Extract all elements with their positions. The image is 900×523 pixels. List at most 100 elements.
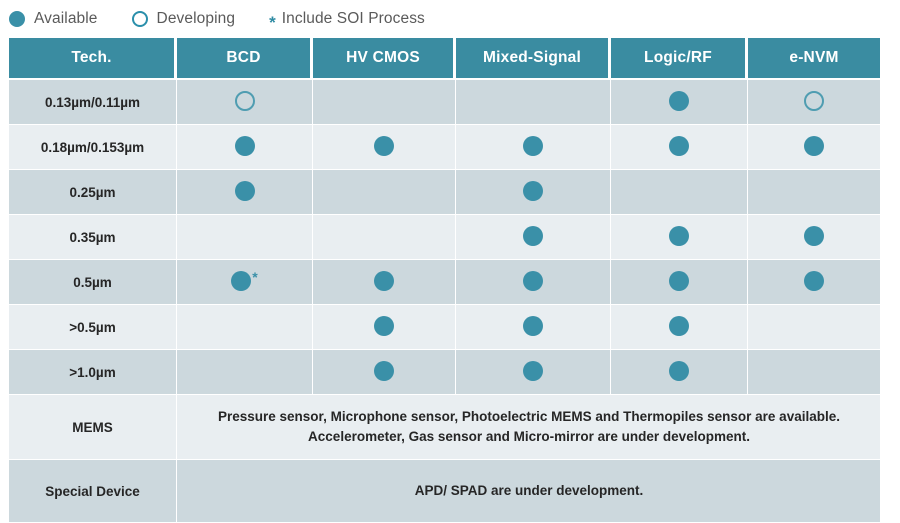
- matrix-cell-bcd: [177, 305, 313, 350]
- table-row: 0.18µm/0.153µm: [9, 125, 880, 170]
- legend-label-available: Available: [34, 10, 98, 27]
- filled-circle-icon: [374, 135, 394, 156]
- cell-mark: [523, 360, 543, 381]
- column-header-tech: Tech.: [9, 38, 177, 80]
- matrix-cell-logic-rf: [611, 305, 748, 350]
- filled-circle-icon: [669, 360, 689, 381]
- cell-mark: [669, 135, 689, 156]
- filled-circle-icon: [9, 11, 25, 27]
- matrix-cell-bcd: [177, 215, 313, 260]
- filled-circle-icon: [523, 135, 543, 156]
- filled-circle-icon: [374, 270, 394, 291]
- matrix-cell-logic-rf: [611, 80, 748, 125]
- matrix-cell-bcd: [177, 80, 313, 125]
- matrix-cell-envm: [748, 350, 880, 395]
- cell-mark: [669, 360, 689, 381]
- matrix-cell-hv-cmos: [313, 350, 456, 395]
- matrix-cell-hv-cmos: [313, 125, 456, 170]
- cell-mark: [374, 360, 394, 381]
- legend-item-soi: * Include SOI Process: [269, 10, 425, 32]
- filled-circle-icon: [374, 360, 394, 381]
- matrix-cell-envm: [748, 215, 880, 260]
- cell-mark: [374, 270, 394, 291]
- matrix-cell-bcd: [177, 350, 313, 395]
- tech-label-cell: 0.13µm/0.11µm: [9, 80, 177, 125]
- matrix-cell-hv-cmos: [313, 215, 456, 260]
- matrix-cell-hv-cmos: [313, 80, 456, 125]
- cell-mark: [523, 225, 543, 246]
- matrix-cell-hv-cmos: [313, 170, 456, 215]
- table-row: >0.5µm: [9, 305, 880, 350]
- filled-circle-icon: [523, 180, 543, 201]
- tech-label-cell: Special Device: [9, 460, 177, 523]
- table-row: 0.25µm: [9, 170, 880, 215]
- matrix-cell-mixed-signal: [456, 260, 611, 305]
- filled-circle-icon: [234, 135, 255, 156]
- tech-label-cell: 0.35µm: [9, 215, 177, 260]
- cell-mark: [234, 90, 255, 111]
- matrix-cell-logic-rf: [611, 260, 748, 305]
- matrix-cell-mixed-signal: [456, 305, 611, 350]
- matrix-cell-mixed-signal: [456, 80, 611, 125]
- cell-mark: *: [231, 268, 258, 291]
- tech-label-cell: 0.5µm: [9, 260, 177, 305]
- table-row: >1.0µm: [9, 350, 880, 395]
- matrix-cell-envm: [748, 80, 880, 125]
- cell-mark: [804, 90, 824, 111]
- filled-circle-icon: [234, 180, 255, 201]
- cell-mark: [669, 225, 689, 246]
- tech-label-cell: >0.5µm: [9, 305, 177, 350]
- table-row: 0.35µm: [9, 215, 880, 260]
- legend-label-developing: Developing: [156, 10, 236, 27]
- matrix-cell-mixed-signal: [456, 125, 611, 170]
- cell-mark: [669, 270, 689, 291]
- asterisk-icon: *: [269, 12, 276, 32]
- cell-mark: [804, 225, 824, 246]
- matrix-cell-bcd: [177, 125, 313, 170]
- cell-mark: [234, 180, 255, 201]
- matrix-cell-bcd: [177, 170, 313, 215]
- legend-item-developing: Developing: [131, 10, 236, 28]
- matrix-cell-mixed-signal: [456, 350, 611, 395]
- column-header-logic-rf: Logic/RF: [611, 38, 748, 80]
- table-row: 0.5µm *: [9, 260, 880, 305]
- filled-circle-icon: [523, 360, 543, 381]
- cell-mark: [669, 90, 689, 111]
- column-header-mixed-signal: Mixed-Signal: [456, 38, 611, 80]
- cell-mark: [523, 180, 543, 201]
- cell-mark: [804, 270, 824, 291]
- cell-mark: [234, 135, 255, 156]
- tech-label-cell: 0.25µm: [9, 170, 177, 215]
- matrix-cell-logic-rf: [611, 125, 748, 170]
- technology-matrix-wrapper: Tech. BCD HV CMOS Mixed-Signal Logic/RF …: [0, 38, 900, 523]
- cell-mark: [523, 135, 543, 156]
- column-header-bcd: BCD: [177, 38, 313, 80]
- filled-circle-icon: [804, 225, 824, 246]
- cell-mark: [523, 315, 543, 336]
- matrix-cell-hv-cmos: [313, 260, 456, 305]
- matrix-cell-mixed-signal: [456, 170, 611, 215]
- technology-matrix-table: Tech. BCD HV CMOS Mixed-Signal Logic/RF …: [9, 38, 880, 523]
- filled-circle-icon: [523, 225, 543, 246]
- matrix-cell-bcd: *: [177, 260, 313, 305]
- matrix-cell-envm: [748, 305, 880, 350]
- matrix-cell-logic-rf: [611, 350, 748, 395]
- cell-mark: [523, 270, 543, 291]
- matrix-cell-envm: [748, 170, 880, 215]
- matrix-cell-envm: [748, 260, 880, 305]
- description-line: Accelerometer, Gas sensor and Micro-mirr…: [308, 429, 750, 444]
- filled-circle-icon: [669, 225, 689, 246]
- asterisk-icon: *: [252, 268, 258, 285]
- filled-circle-icon: [231, 270, 252, 291]
- tech-label-cell: >1.0µm: [9, 350, 177, 395]
- filled-circle-icon: [523, 270, 543, 291]
- filled-circle-icon: [804, 135, 824, 156]
- cell-mark: [804, 135, 824, 156]
- description-cell: APD/ SPAD are under development.: [177, 460, 880, 523]
- matrix-cell-logic-rf: [611, 215, 748, 260]
- tech-label-cell: 0.18µm/0.153µm: [9, 125, 177, 170]
- column-header-envm: e-NVM: [748, 38, 880, 80]
